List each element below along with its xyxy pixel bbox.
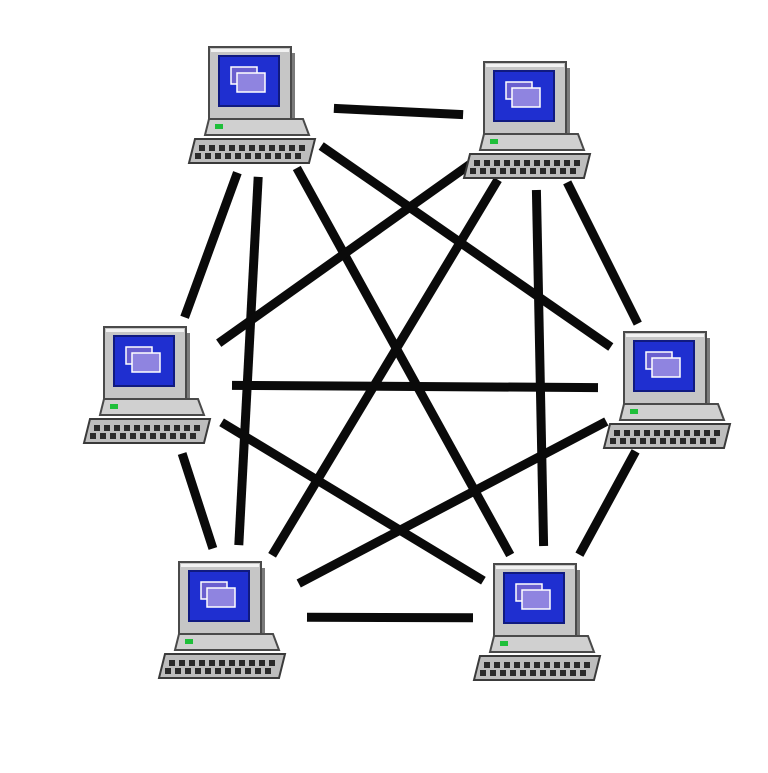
link-middle-right-to-bottom-left: [296, 417, 609, 588]
computer-icon-top-left: [188, 46, 316, 164]
link-top-right-to-bottom-left: [268, 177, 502, 558]
link-middle-left-to-middle-right: [231, 380, 599, 393]
link-top-right-to-bottom-right: [531, 189, 549, 547]
link-top-right-to-middle-left: [216, 156, 479, 347]
computer-icon-middle-right: [603, 331, 731, 449]
computer-icon-bottom-left: [158, 561, 286, 679]
computer-icon-top-right: [463, 61, 591, 179]
computer-icon-middle-left: [83, 326, 211, 444]
link-bottom-left-to-bottom-right: [306, 612, 474, 623]
link-top-left-to-bottom-right: [292, 165, 515, 558]
network-links: [177, 103, 642, 623]
link-top-left-to-middle-right: [318, 142, 614, 351]
link-middle-left-to-bottom-left: [177, 452, 218, 550]
link-top-left-to-middle-left: [180, 171, 242, 319]
link-top-left-to-top-right: [333, 103, 464, 120]
link-middle-left-to-bottom-right: [219, 418, 486, 585]
computer-icon-bottom-right: [473, 563, 601, 681]
link-top-left-to-bottom-left: [234, 176, 263, 546]
link-top-right-to-middle-right: [563, 180, 642, 326]
link-middle-right-to-bottom-right: [575, 449, 640, 557]
